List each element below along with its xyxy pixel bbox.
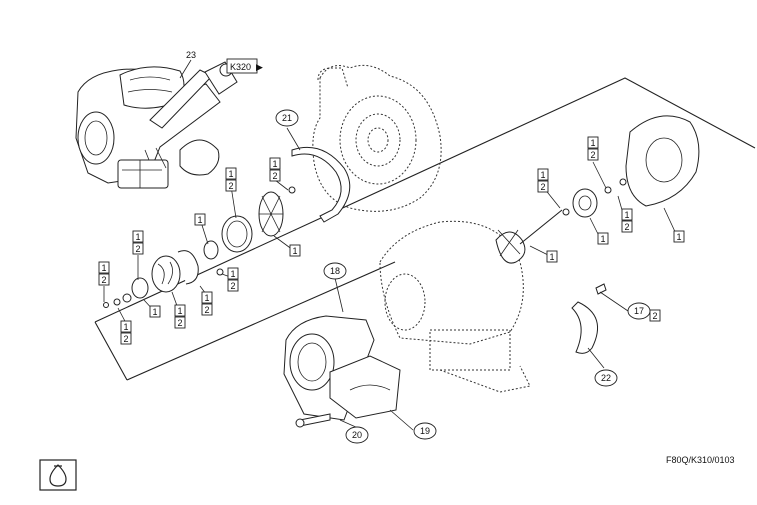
qty-box-1: 1 xyxy=(587,136,599,149)
qty-box-1: 1 xyxy=(289,244,301,257)
svg-text:1: 1 xyxy=(197,215,202,225)
engine-oil-drop-icon xyxy=(39,459,77,491)
v-band-clamp xyxy=(571,301,599,354)
qty-box-1: 1 xyxy=(597,232,609,245)
svg-text:▶: ▶ xyxy=(256,62,263,72)
assembly-number: 23 xyxy=(186,50,196,60)
svg-text:2: 2 xyxy=(135,244,140,254)
svg-text:2: 2 xyxy=(204,305,209,315)
svg-text:17: 17 xyxy=(634,306,644,316)
qty-box-1: 1 xyxy=(149,305,161,318)
qty-box-1: 1 xyxy=(201,291,213,304)
qty-box-1: 1 xyxy=(120,320,132,333)
svg-text:1: 1 xyxy=(676,232,681,242)
qty-box-1: 1 xyxy=(132,230,144,243)
callout-19: 19 xyxy=(413,422,437,440)
svg-text:1: 1 xyxy=(590,138,595,148)
qty-box-2: 2 xyxy=(132,242,144,255)
svg-text:1: 1 xyxy=(600,234,605,244)
frame-line-lower xyxy=(126,261,396,381)
qty-box-2: 2 xyxy=(174,316,186,329)
qty-box-1: 1 xyxy=(98,261,110,274)
qty-box-1: 1 xyxy=(673,230,685,243)
qty-box-2: 2 xyxy=(537,180,549,193)
svg-text:2: 2 xyxy=(230,281,235,291)
svg-text:1: 1 xyxy=(230,269,235,279)
callout-21: 21 xyxy=(275,109,299,127)
qty-box-2: 2 xyxy=(269,169,281,182)
clamp-bolt xyxy=(595,283,607,295)
callout-17: 17 xyxy=(627,302,651,320)
frame-line xyxy=(94,77,756,381)
qty-box-1: 1 xyxy=(174,304,186,317)
callout-20: 20 xyxy=(345,426,369,444)
svg-text:22: 22 xyxy=(601,373,611,383)
svg-text:2: 2 xyxy=(624,222,629,232)
compressor-wheel-parts xyxy=(103,186,296,308)
leader-lines xyxy=(103,59,678,433)
svg-text:2: 2 xyxy=(177,318,182,328)
svg-text:1: 1 xyxy=(204,293,209,303)
svg-text:1: 1 xyxy=(540,170,545,180)
svg-text:1: 1 xyxy=(123,322,128,332)
svg-text:1: 1 xyxy=(135,232,140,242)
qty-box-1: 1 xyxy=(537,168,549,181)
svg-text:1: 1 xyxy=(152,307,157,317)
svg-text:2: 2 xyxy=(228,181,233,191)
callout-22: 22 xyxy=(594,369,618,387)
svg-text:1: 1 xyxy=(228,169,233,179)
qty-box-1: 1 xyxy=(621,208,633,221)
svg-text:21: 21 xyxy=(282,113,292,123)
svg-text:2: 2 xyxy=(590,150,595,160)
qty-box-2: 2 xyxy=(587,148,599,161)
svg-text:1: 1 xyxy=(549,252,554,262)
qty-box-2: 2 xyxy=(227,279,239,292)
cross-reference-k320: K320 ▶ xyxy=(226,58,263,74)
svg-text:1: 1 xyxy=(624,210,629,220)
qty-box-1: 1 xyxy=(227,267,239,280)
svg-text:2: 2 xyxy=(272,171,277,181)
retaining-ring xyxy=(291,146,351,223)
qty-box-2: 2 xyxy=(201,303,213,316)
svg-text:2: 2 xyxy=(540,182,545,192)
qty-box-2: 2 xyxy=(225,179,237,192)
svg-text:1: 1 xyxy=(292,246,297,256)
svg-text:20: 20 xyxy=(352,430,362,440)
svg-text:1: 1 xyxy=(272,159,277,169)
center-housing-ghost xyxy=(379,220,531,393)
svg-text:19: 19 xyxy=(420,426,430,436)
svg-text:2: 2 xyxy=(101,275,106,285)
compressor-housing-ghost xyxy=(312,64,442,212)
svg-text:1: 1 xyxy=(101,263,106,273)
qty-box-1: 1 xyxy=(225,167,237,180)
qty-box-2: 2 xyxy=(98,273,110,286)
svg-text:1: 1 xyxy=(177,306,182,316)
svg-text:2: 2 xyxy=(652,311,657,321)
qty-box-1: 1 xyxy=(546,250,558,263)
callout-18: 18 xyxy=(323,262,347,280)
qty-box-2: 2 xyxy=(621,220,633,233)
qty-box-1: 1 xyxy=(269,157,281,170)
svg-text:2: 2 xyxy=(123,334,128,344)
turbocharger-assembly xyxy=(75,61,238,189)
turbine-shaft-assembly xyxy=(495,115,700,264)
turbine-outlet-flange xyxy=(283,315,401,428)
reference-code: F80Q/K310/0103 xyxy=(666,455,735,465)
qty-box-1: 2 xyxy=(649,309,661,322)
svg-text:18: 18 xyxy=(330,266,340,276)
qty-box-2: 2 xyxy=(120,332,132,345)
qty-box-1: 1 xyxy=(194,213,206,226)
svg-text:K320: K320 xyxy=(230,62,251,72)
